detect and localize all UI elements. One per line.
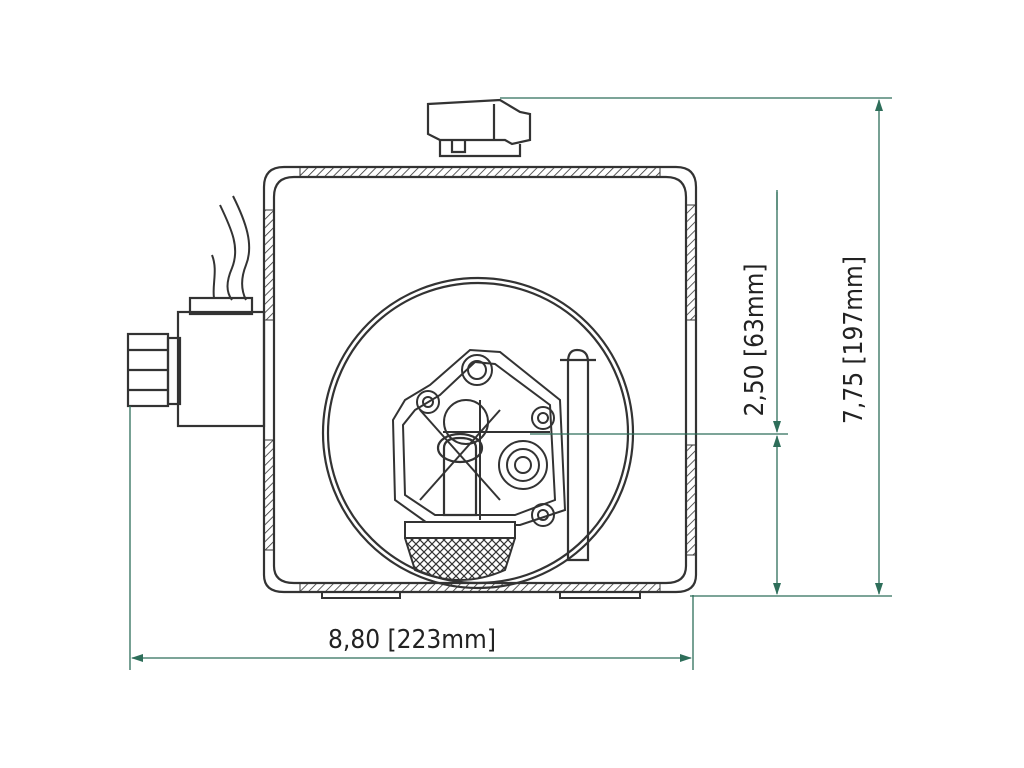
dimension-lines [129,97,892,670]
pump-head [391,348,567,527]
outlet-height-dimension-label: 2,50 [63mm] [740,263,770,416]
cable-gland [126,296,266,428]
height-dimension-label: 7,75 [197mm] [839,256,869,424]
width-dimension-label: 8,80 [223mm] [328,625,496,655]
housing-feet [321,592,641,599]
pump-housing [262,165,698,594]
inlet-tube [560,348,596,562]
motor-disc [321,276,635,590]
power-cable [211,195,251,301]
outlet-nut [498,440,548,490]
fill-cap [426,98,532,158]
strainer [404,521,516,581]
discharge-tube [436,432,484,517]
